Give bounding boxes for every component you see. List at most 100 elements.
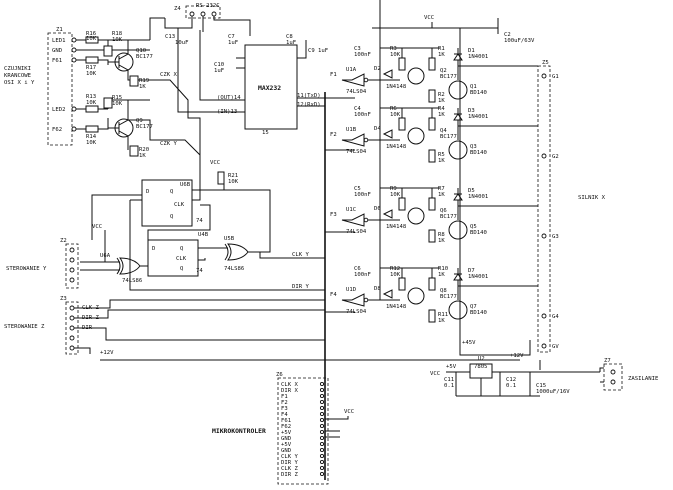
max232-pin: 11(TxD) [297,93,321,99]
c2-ref: C2 [504,32,511,38]
z5-ref: Z5 [542,60,549,66]
connector-pin [189,11,195,17]
diode-type: 1N4001 [468,114,488,120]
z5-pin-label: G4 [552,314,559,320]
c12-value: 0.1 [506,383,516,389]
net-vcc: VCC [210,160,220,166]
connector-pin [319,435,325,441]
c10-value: 1uF [214,68,225,74]
z5-title: SILNIK X [578,195,606,201]
diode-type: 1N4148 [386,224,407,230]
z6-pin-label: DIR X [281,388,298,394]
connector-pin [69,247,75,253]
capacitor-ref: C3 [354,46,361,52]
connector-pin [69,267,75,273]
resistor-ref: R7 [438,186,445,192]
resistor [428,57,436,71]
z1-title-line3: OSI X i Y [4,80,35,86]
z6-pin-label: DIR Z [281,472,298,478]
connector-pin [541,233,547,239]
connector-pin [71,126,77,132]
connector-pin [319,405,325,411]
u5b-ref: U5B [224,236,235,242]
r14-value: 10K [86,140,97,146]
net-clk-y: CLK Y [292,252,309,258]
ff-pin: Q [170,214,174,220]
z3-connector: Z3 STEROWANIE Z CLK Z DIR Z DIR +12V [4,296,325,356]
q10-ref: Q10 [136,48,146,54]
ff-pin: Q [170,189,174,195]
z7-title: ZASILANIE [628,376,659,382]
z6-pin-label: F2 [281,400,288,406]
driver-stage: F2U1B74LS04C4100nFR610KR41KD41N4148Q4BC1… [330,0,538,164]
diode-ref: D3 [468,108,475,114]
resistor [398,197,406,211]
diode [382,69,393,79]
net-plus45v: +45V [462,340,476,346]
z6-pin-label: GND [281,448,292,454]
resistor [428,89,436,103]
transistor-ref: Q5 [470,224,477,230]
resistor [398,57,406,71]
connector-pin [69,325,75,331]
capacitor-value: 100nF [354,52,371,58]
u6b-ref: U6B [180,182,191,188]
flyback-diode [453,48,538,80]
connector-pin [71,37,77,43]
c7-ref: C7 [228,34,235,40]
z6-pin-label: F1 [281,394,288,400]
resistor [428,229,436,243]
z1-pin-label: F62 [52,127,62,133]
flipflop-u6b [141,179,193,227]
z2-title: STEROWANIE Y [6,266,47,272]
max232-ref: MAX232 [258,84,281,92]
connector-pin [69,335,75,341]
resistor-value: 1K [438,52,445,58]
r20-value: 1K [139,153,146,159]
r17-ref: R17 [86,65,96,71]
resistor-ref: R9 [390,186,397,192]
transistor-ref: Q7 [470,304,477,310]
c8-value: 1uF [286,40,297,46]
transistor-type: BC177 [440,74,457,80]
transistor-type: BD140 [470,90,487,96]
diode [382,289,393,299]
resistor-r20 [129,145,139,157]
z1-pin-label: LED1 [52,38,65,44]
z4-title: RS-232C [196,3,220,9]
resistor-ref: R8 [438,232,445,238]
driver-stages: F1U1A74LS04C3100nFR310KR11KD21N4148Q2BC1… [330,0,538,324]
z5-pin-label: GV [552,344,559,350]
z1-title-line2: KRANCOWE [4,73,32,79]
transistor [407,287,425,305]
resistor [398,117,406,131]
u5b-part: 74LS86 [224,266,244,272]
connector-pin [69,345,75,351]
q9-ref: Q9 [136,118,143,124]
xor-gate-u6a [119,257,141,275]
driver-stage: F1U1A74LS04C3100nFR310KR11KD21N4148Q2BC1… [330,0,538,104]
r13-ref: R13 [86,94,96,100]
transistor [448,80,468,100]
r19-value: 1K [139,84,146,90]
rs232-section: Z4 RS-232C C13 10uF MAX232 (OUT)14 (IN)1… [164,3,329,136]
r21-ref: R21 [228,173,238,179]
flipflop-u4b [147,239,199,277]
c15-value: 1000uF/16V [536,389,570,395]
resistor-r18 [103,45,113,57]
u6a-part: 74LS86 [122,278,142,284]
connector-pin [319,387,325,393]
net-vcc: VCC [424,15,434,21]
net-vcc: VCC [430,371,440,377]
connector-pin [319,381,325,387]
u2-ref: U2 [478,356,485,362]
diode-ref: D4 [374,126,381,132]
connector-pin [541,73,547,79]
capacitor-value: 100nF [354,192,371,198]
max232-pin: (IN)13 [217,109,237,115]
transistor-type: BC177 [440,134,457,140]
diode-ref: D7 [468,268,475,274]
inverter-gate [341,133,365,147]
diode-ref: D2 [374,66,381,72]
